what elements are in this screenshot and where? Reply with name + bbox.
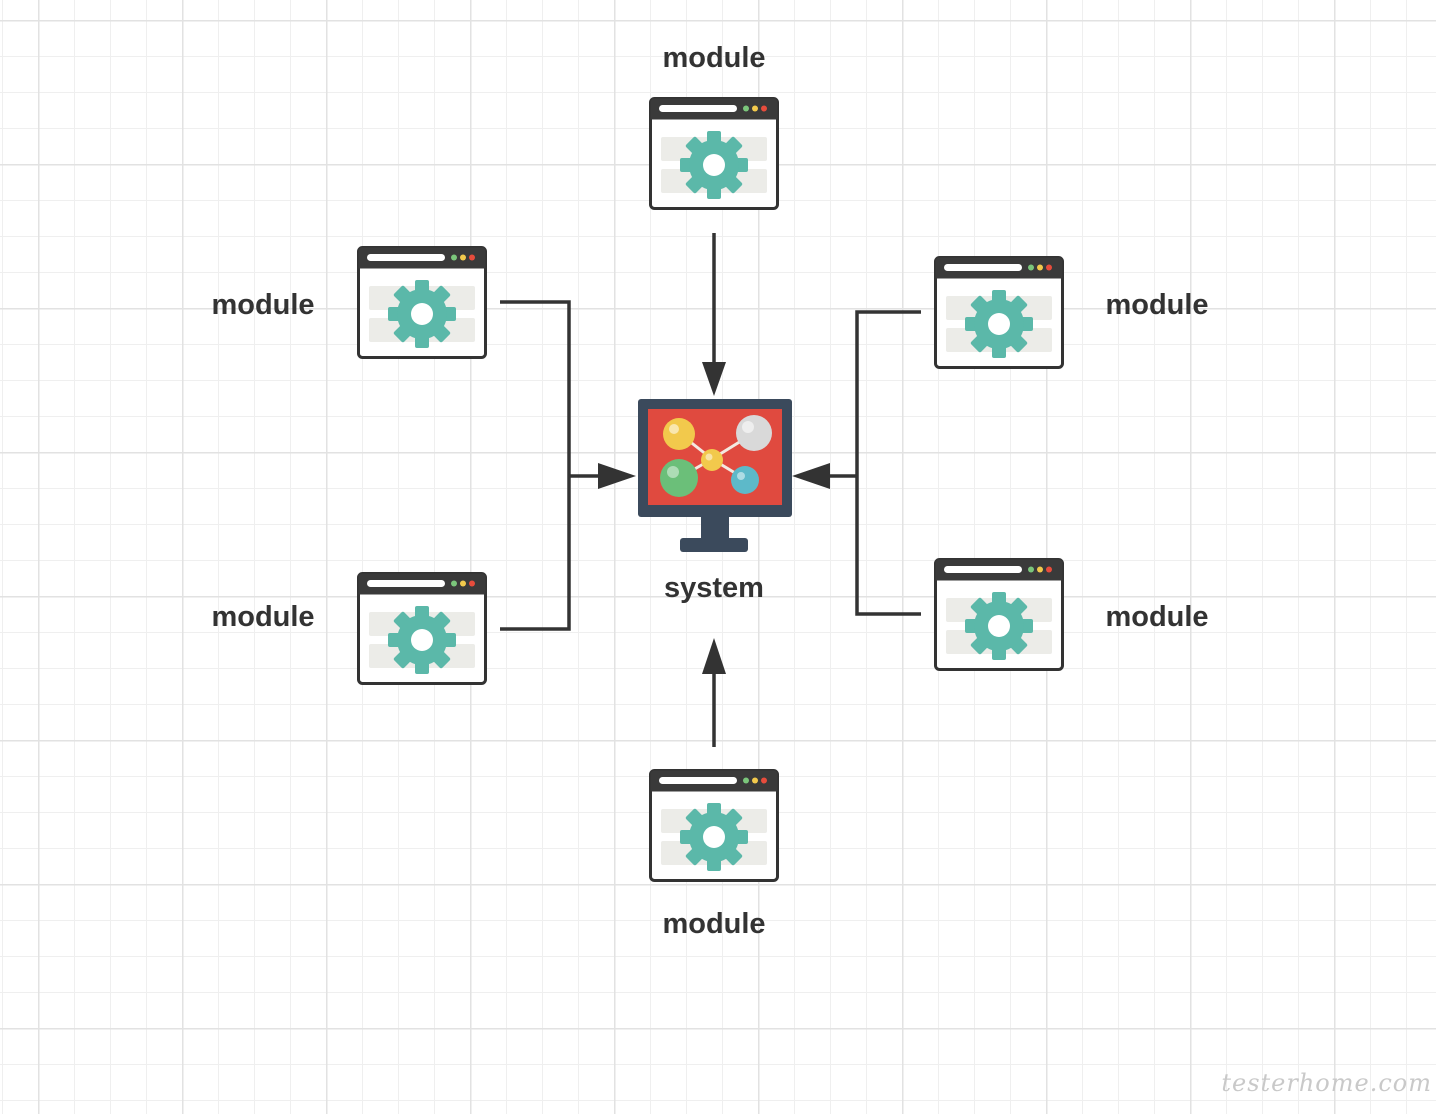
arrow-down-icon	[702, 362, 726, 396]
module-upper-right-label: module	[1105, 289, 1208, 321]
module-upper-left-label: module	[211, 289, 314, 321]
watermark: testerhome.com	[1221, 1069, 1432, 1097]
module-top-icon[interactable]	[649, 97, 779, 210]
arrow-up-icon	[702, 638, 726, 674]
connector-lower-right	[855, 476, 921, 616]
module-lower-right-label: module	[1105, 601, 1208, 633]
system-monitor-icon[interactable]	[638, 399, 792, 553]
arrow-right-icon	[598, 463, 636, 489]
module-lower-left-label: module	[211, 601, 314, 633]
connector-lower-left	[500, 476, 571, 631]
connector-upper-right	[855, 310, 921, 476]
arrow-left-icon	[792, 463, 830, 489]
connector-upper-left	[500, 300, 571, 476]
module-top-label: module	[662, 42, 765, 74]
module-upper-right-icon[interactable]	[934, 256, 1064, 369]
module-lower-left-icon[interactable]	[357, 572, 487, 685]
arrowheads	[598, 362, 830, 674]
system-label: system	[664, 572, 764, 604]
connectors	[500, 233, 921, 747]
module-lower-right-icon[interactable]	[934, 558, 1064, 671]
module-bottom-icon[interactable]	[649, 769, 779, 882]
module-bottom-label: module	[662, 908, 765, 940]
module-upper-left-icon[interactable]	[357, 246, 487, 359]
